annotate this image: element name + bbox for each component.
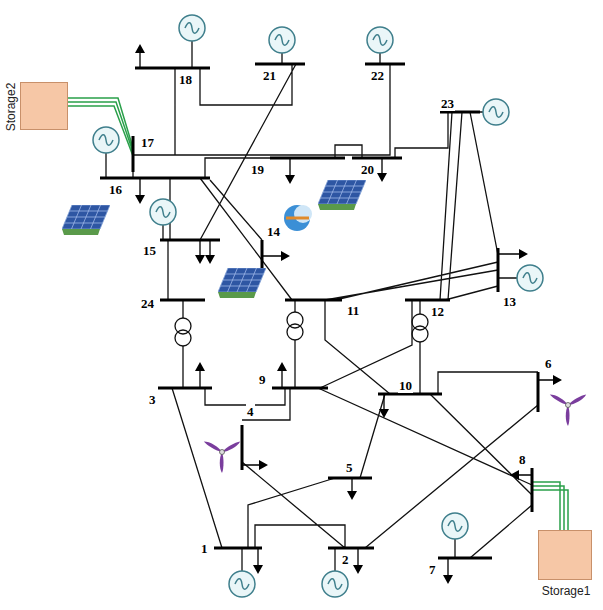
bus-bars	[100, 64, 538, 558]
bus-number: 7	[428, 562, 437, 577]
transformer-coil	[175, 330, 191, 346]
generator-symbol	[229, 571, 255, 597]
storage-box: Storage2	[20, 82, 68, 130]
bus-number: 13	[502, 294, 517, 309]
bus-number: 23	[440, 96, 455, 111]
bus-number: 6	[544, 356, 553, 371]
bus-number: 8	[518, 452, 527, 467]
bus-number: 17	[140, 135, 155, 150]
bus-number: 19	[250, 162, 265, 177]
bus-number: 4	[246, 404, 255, 419]
bus-number: 22	[370, 68, 385, 83]
generator-symbol	[367, 27, 393, 53]
generator-symbol	[322, 571, 348, 597]
bus-number: 2	[341, 552, 350, 567]
bus-number: 16	[108, 182, 123, 197]
generator-symbol	[269, 27, 295, 53]
bus-number: 1	[200, 541, 209, 556]
generator-symbol	[483, 99, 509, 125]
bus-number: 9	[258, 372, 267, 387]
storage-connection	[68, 98, 568, 530]
bus-number: 20	[360, 162, 375, 177]
pv-panel	[218, 268, 266, 298]
generator-symbol	[150, 199, 176, 225]
load-arrow-heads	[135, 44, 562, 584]
bus-number: 12	[430, 304, 445, 319]
condenser-highlight	[294, 205, 312, 223]
bus-number: 11	[346, 303, 360, 318]
storage-label: Storage2	[4, 83, 18, 132]
load-arrow-shafts	[140, 52, 554, 576]
transformer-symbols	[175, 312, 428, 346]
bus-number: 15	[142, 243, 157, 258]
bus-number: 24	[140, 296, 155, 311]
pv-panel	[62, 205, 110, 235]
generator-symbol	[517, 265, 543, 291]
storage-box: Storage1	[538, 530, 592, 580]
transformer-coil	[287, 324, 303, 340]
transformer-coil	[412, 326, 428, 342]
wind-turbine	[203, 440, 241, 473]
storage-label: Storage1	[542, 584, 591, 598]
pv-panel	[318, 180, 366, 210]
wind-turbine	[549, 393, 587, 426]
bus-number: 5	[345, 460, 354, 475]
generator-symbol	[442, 513, 468, 539]
transmission-lines	[106, 41, 538, 571]
condenser-symbol	[284, 205, 312, 231]
bus-number: 10	[398, 378, 413, 393]
generator-symbol	[179, 15, 205, 41]
condenser-bar	[286, 217, 309, 220]
generator-symbol	[93, 127, 119, 153]
bus-number: 3	[148, 392, 157, 407]
bus-number: 14	[266, 224, 281, 239]
bus-number: 21	[262, 68, 277, 83]
bus-number: 18	[178, 72, 193, 87]
